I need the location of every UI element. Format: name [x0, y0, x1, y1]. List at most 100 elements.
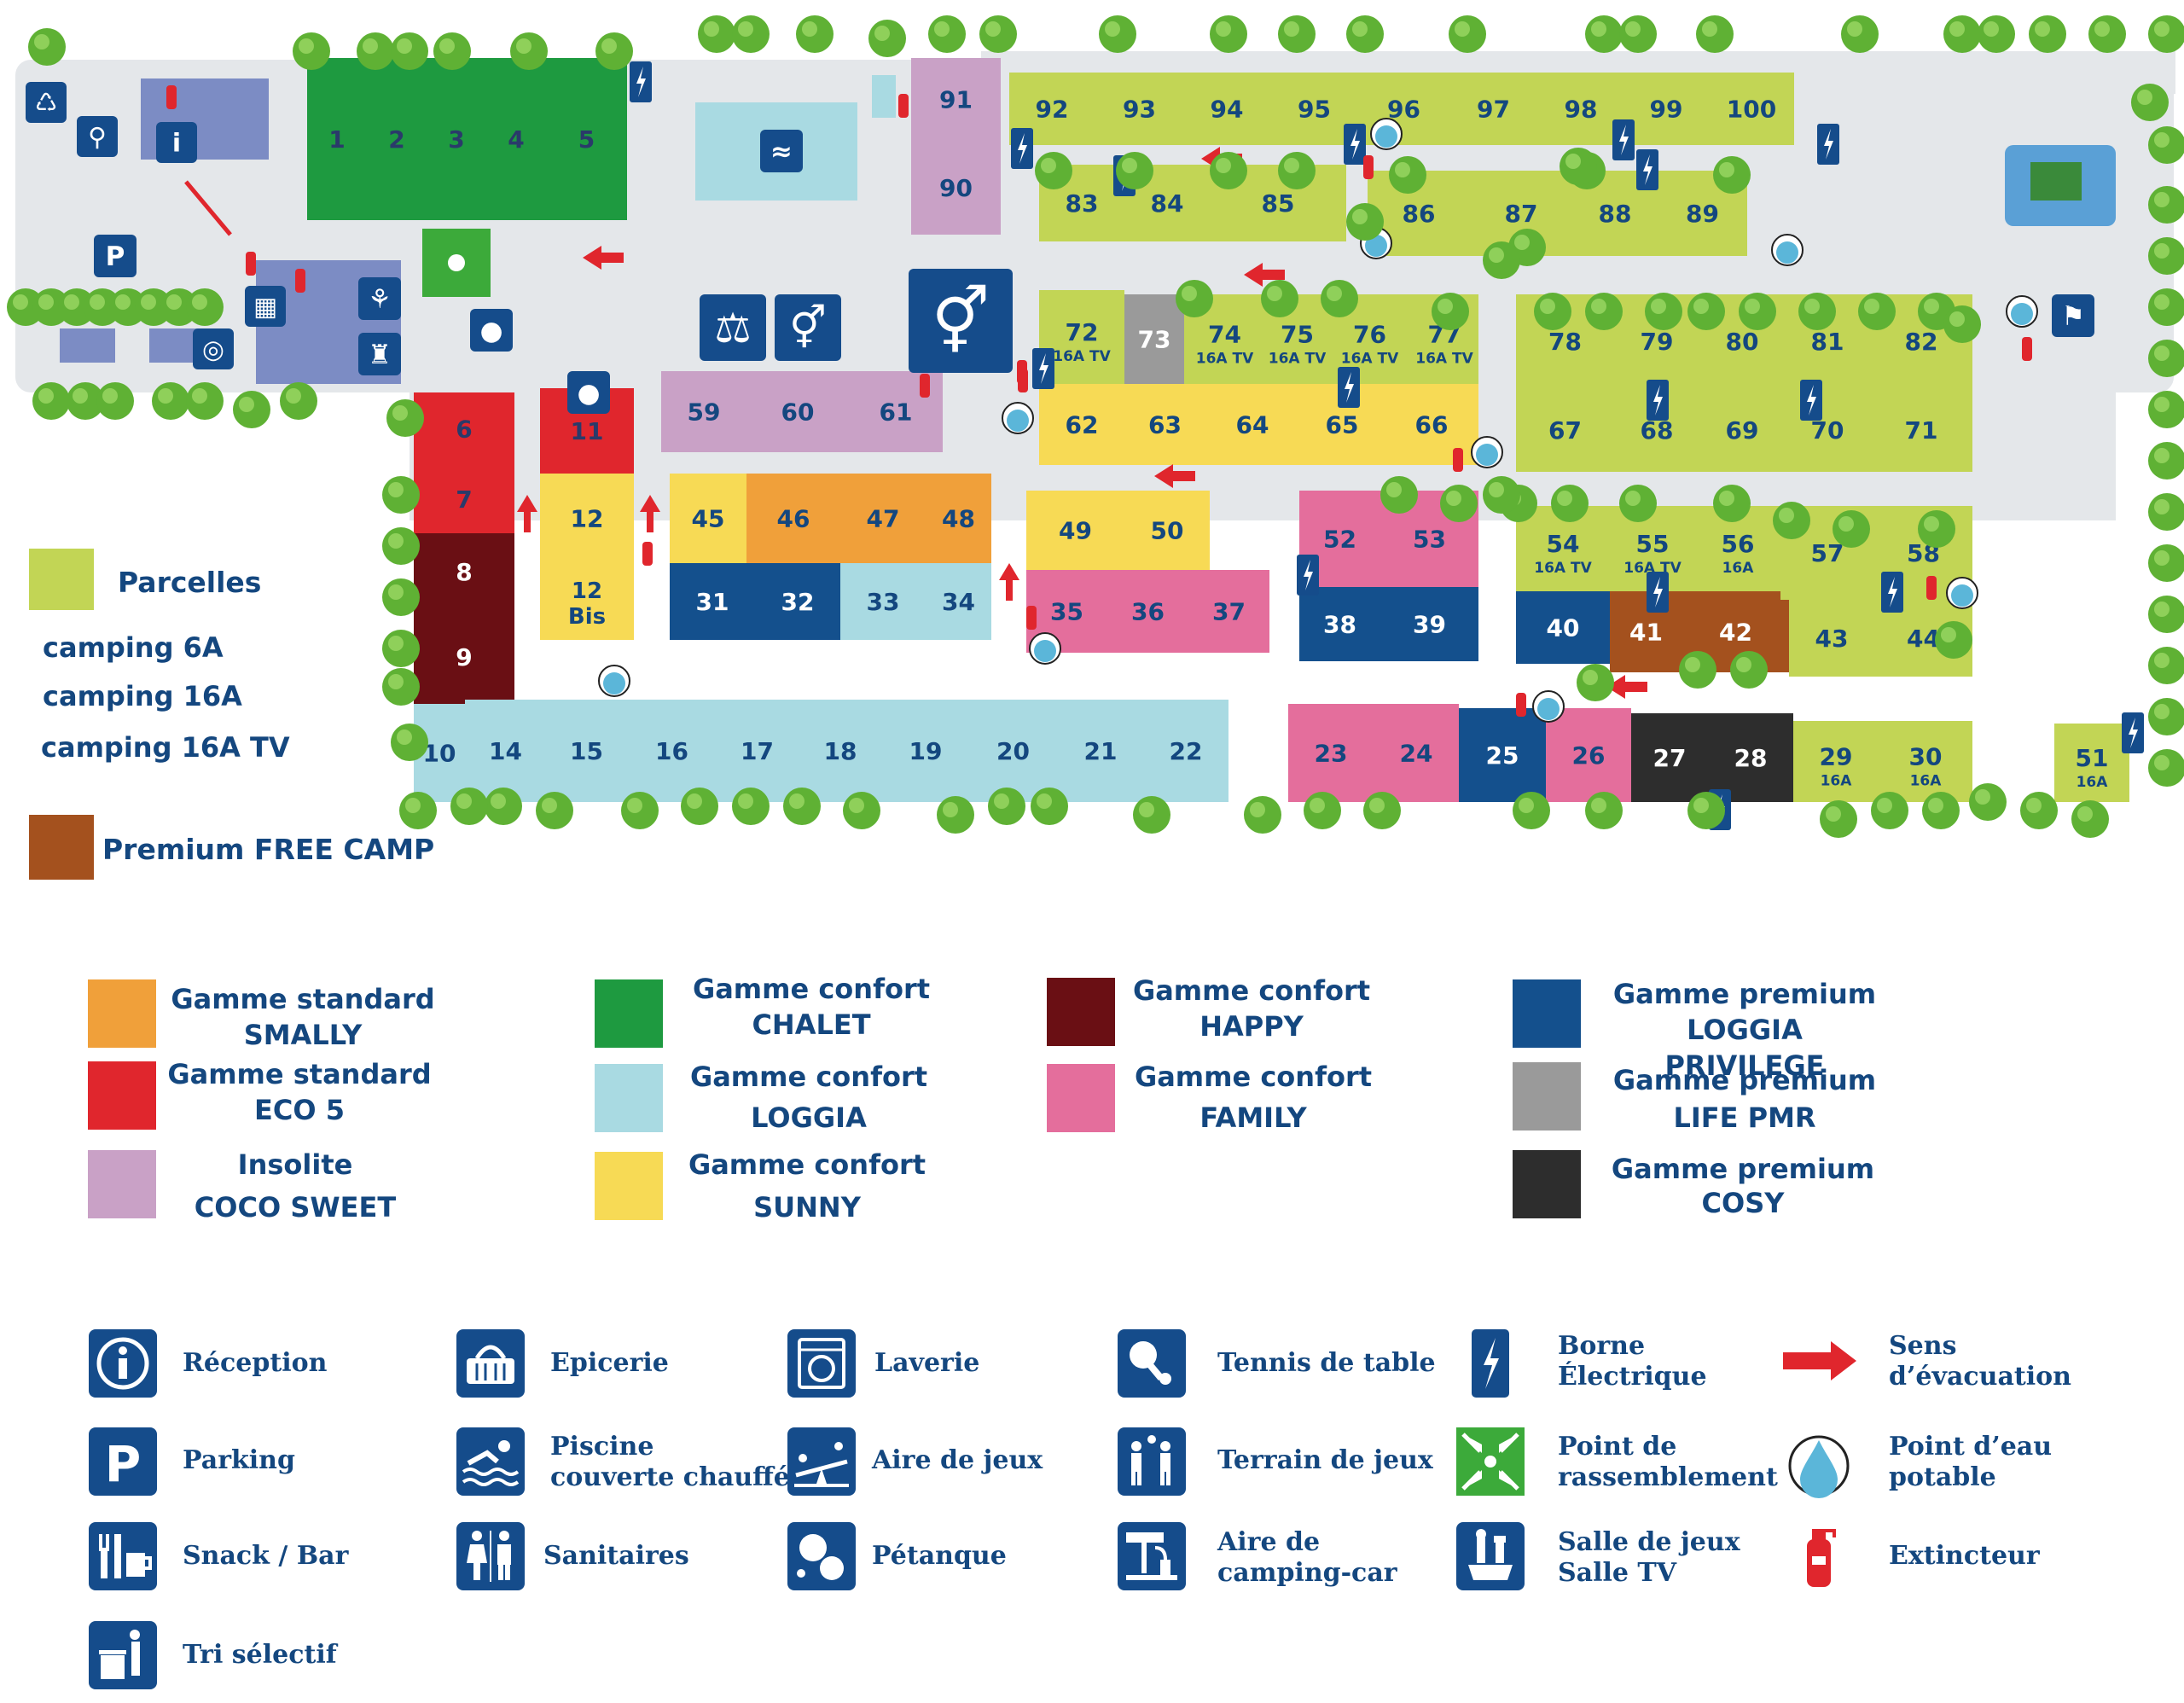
lot-label-44: 44 [1907, 625, 1940, 653]
lot-71 [1870, 388, 1972, 472]
tree-highlight [1267, 286, 1282, 301]
cosy-label-2: COSY [1701, 1187, 1785, 1219]
lot-label-80: 80 [1726, 328, 1759, 356]
map-electric-terminal-bolt [1619, 125, 1629, 155]
tree-highlight [874, 26, 890, 41]
borne-label-2: Électrique [1558, 1362, 1707, 1392]
lot-19 [883, 700, 968, 802]
tri-selectif-label: Tri sélectif [183, 1640, 337, 1670]
tree-highlight [1924, 299, 1939, 314]
family-label-1: Gamme confort [1134, 1061, 1373, 1093]
lot-label-94: 94 [1211, 96, 1244, 124]
tree-highlight [166, 294, 182, 310]
tree-highlight [2154, 704, 2169, 719]
tree-highlight [704, 21, 719, 37]
lot-label-55: 55 [1636, 530, 1670, 558]
tree-highlight [1565, 154, 1581, 169]
lot-label-12-bis: 12 [572, 578, 602, 604]
tree-highlight [2154, 602, 2169, 617]
map-extinguisher-icon [1516, 693, 1526, 717]
lot-label-12: 12 [571, 505, 604, 533]
camping-16a-label: camping 16A [43, 680, 242, 712]
lot-28 [1708, 713, 1793, 802]
tree-highlight [34, 34, 49, 49]
tree-highlight [192, 294, 207, 310]
lot-label-72: 72 [1066, 318, 1099, 346]
tree-highlight [388, 482, 404, 497]
tree-highlight [1386, 482, 1402, 497]
map-extinguisher-icon [920, 374, 930, 398]
lot-34 [926, 563, 991, 640]
tree-highlight [1975, 789, 1990, 805]
tree-highlight [13, 294, 28, 310]
lot-label-16: 16 [655, 737, 688, 765]
lot-99 [1623, 73, 1709, 145]
map-water-drop [1476, 444, 1498, 466]
lot-label-56: 56 [1722, 530, 1755, 558]
tree-highlight [2137, 90, 2152, 105]
map-grocery-icon-glyph: ▦ [253, 293, 277, 323]
sunny-swatch [595, 1152, 663, 1220]
map-snack-icon [358, 277, 401, 320]
map-camper-van-icon [77, 116, 118, 157]
lot-69 [1699, 388, 1785, 472]
lot-sublabel-51: 16A [2077, 774, 2109, 791]
lot-12 [540, 474, 634, 563]
map-electric-terminal-bolt [1304, 560, 1313, 590]
tree-highlight [1591, 21, 1606, 37]
tree-highlight [388, 533, 404, 549]
map-assembly-point-center [448, 254, 465, 271]
map-electric-terminal-bolt [2129, 718, 2138, 748]
map-electric-terminal-bolt [1039, 353, 1048, 384]
map-parking-icon-glyph: P [106, 241, 125, 272]
lot-label-9: 9 [456, 643, 472, 671]
map-electric-terminal-bolt [1653, 577, 1663, 607]
map-petanque-icon-glyph: ● [479, 316, 502, 346]
lot-label-61: 61 [880, 398, 913, 427]
snack-bar-label: Snack / Bar [183, 1541, 349, 1571]
lot-label-20: 20 [996, 737, 1030, 765]
lot-label-50: 50 [1151, 517, 1184, 545]
tree-highlight [388, 674, 404, 689]
tree-highlight [1685, 657, 1700, 672]
lot-label-10: 10 [423, 740, 456, 768]
map-electric-terminal-bolt [636, 67, 646, 97]
lot-label-87: 87 [1505, 200, 1538, 228]
map-extinguisher-icon [166, 85, 177, 109]
map-evacuation-arrow-icon [1244, 263, 1285, 287]
lot-8 [414, 533, 514, 610]
lot-label-86: 86 [1403, 200, 1436, 228]
tree-highlight [2154, 653, 2169, 668]
map-petanque-icon [470, 309, 513, 352]
lot-label-15: 15 [570, 737, 603, 765]
lot-label-66: 66 [1415, 411, 1449, 439]
lot-7 [414, 465, 514, 533]
premium-free-camp-swatch [29, 815, 94, 880]
map-electric-terminal-bolt [1824, 129, 1833, 160]
tree-highlight [802, 21, 817, 37]
tree-highlight [1122, 158, 1137, 173]
tree-highlight [1284, 21, 1299, 37]
map-water-drop [1007, 410, 1029, 432]
family-label-2: FAMILY [1199, 1101, 1307, 1134]
lot-label-11: 11 [571, 417, 604, 445]
lot-label-8: 8 [456, 558, 472, 586]
lot-label-21: 21 [1084, 737, 1118, 765]
map-restrooms-icon-glyph: ⚥ [789, 304, 827, 352]
tree-highlight [397, 38, 412, 54]
tree-highlight [2154, 755, 2169, 770]
coco-sweet-label-1: Insolite [237, 1148, 353, 1181]
tree-highlight [1941, 627, 1956, 642]
rassemblement-label-2: rassemblement [1558, 1462, 1778, 1492]
happy-label-2: HAPPY [1199, 1010, 1304, 1043]
lot-label-6: 6 [456, 416, 472, 444]
tree-highlight [64, 294, 79, 310]
sports-ground-icon [1118, 1427, 1186, 1496]
lot-48 [926, 474, 991, 563]
restrooms-icon [456, 1522, 525, 1590]
map-evacuation-arrow-icon [1154, 464, 1195, 488]
lot-label-5: 5 [578, 125, 595, 154]
lot-sublabel-76: 16A TV [1341, 351, 1399, 368]
